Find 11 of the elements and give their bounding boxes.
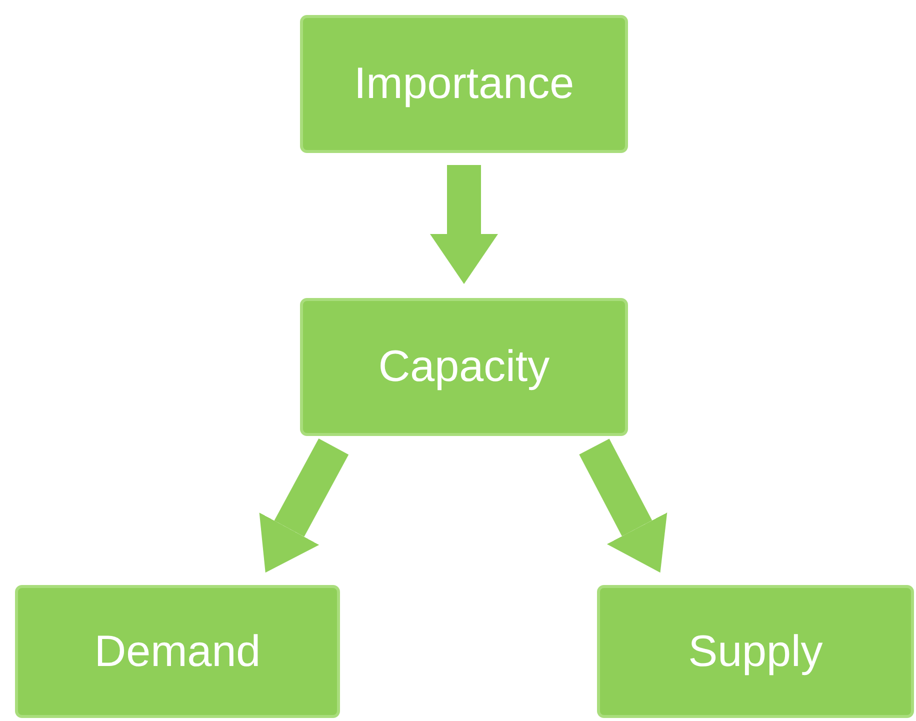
box-label: Demand	[94, 626, 261, 676]
box-label: Capacity	[378, 342, 550, 392]
process-box	[300, 298, 628, 436]
block-arrow	[579, 438, 668, 573]
box-label: Supply	[688, 626, 823, 676]
block-arrow	[430, 165, 498, 284]
process-box	[15, 585, 340, 718]
process-box	[300, 15, 628, 153]
block-arrow	[259, 438, 349, 573]
box-label: Importance	[354, 59, 574, 109]
process-box	[597, 585, 914, 718]
